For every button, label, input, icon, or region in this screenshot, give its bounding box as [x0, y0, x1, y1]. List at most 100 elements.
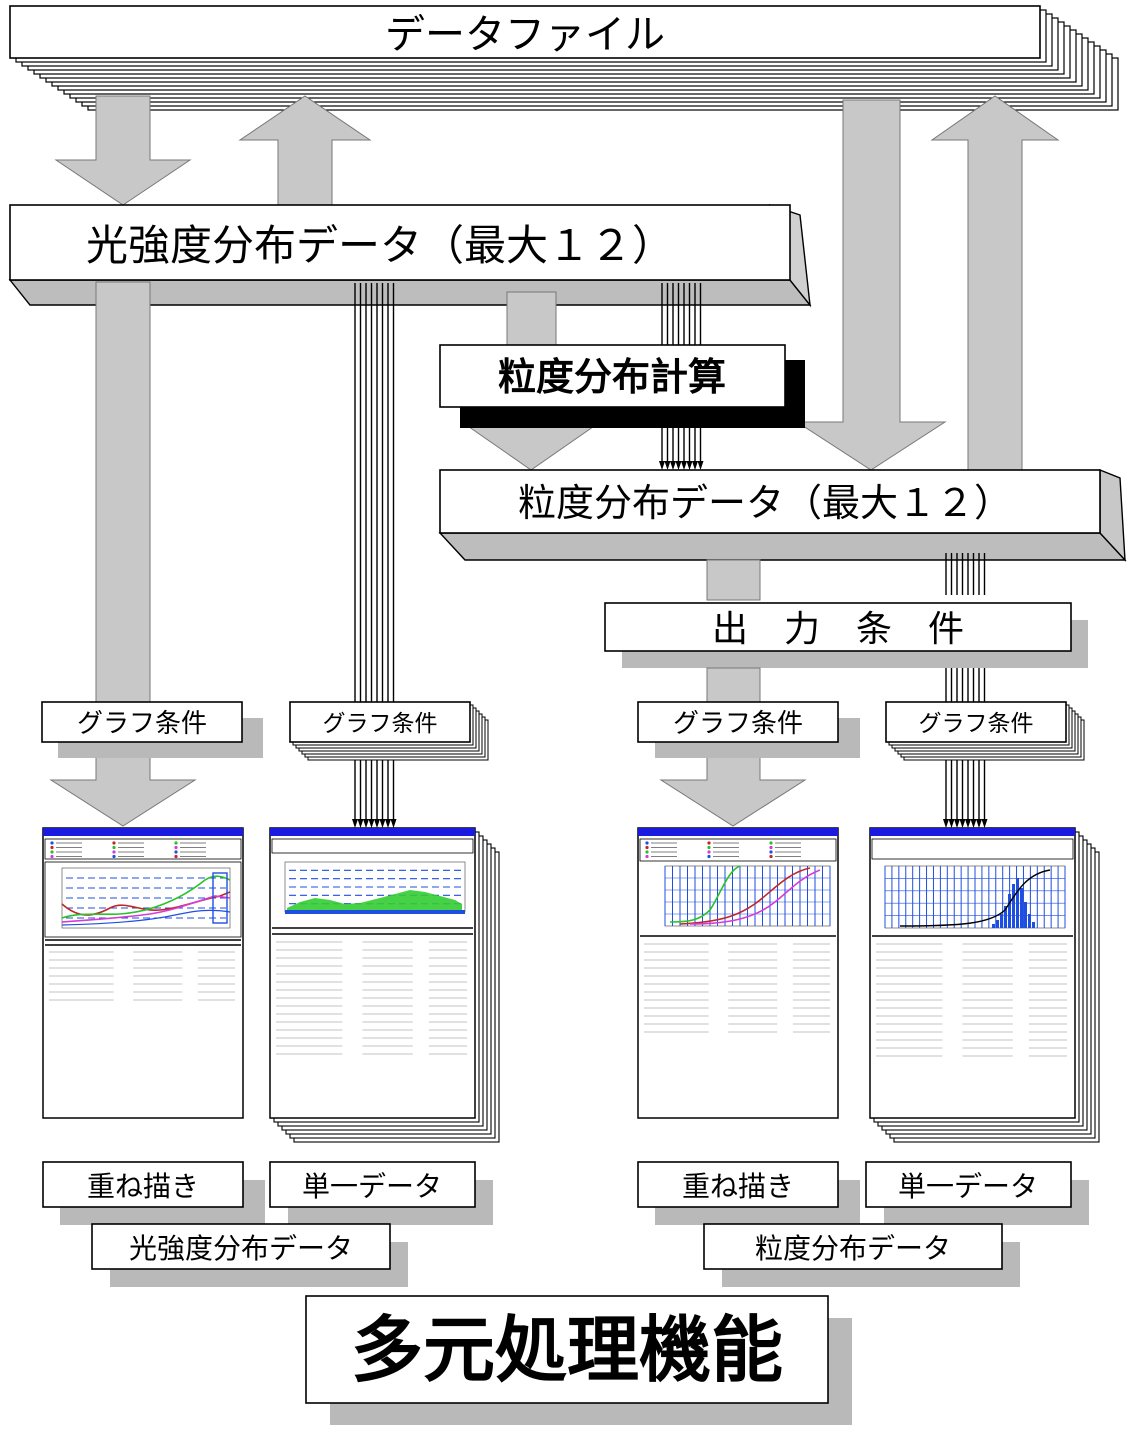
light-single-label-box: 単一データ: [269, 1161, 493, 1225]
arrow-head: [390, 819, 397, 828]
legend-dot: [707, 854, 711, 859]
curve-green: [61, 875, 231, 919]
arrow-light-to-overlay: [49, 281, 197, 827]
report-table-lines: [644, 943, 830, 1033]
legend-dot: [50, 850, 54, 854]
arrow-head: [943, 819, 949, 828]
light-single-label: 単一データ: [302, 1170, 442, 1203]
particle-size-title: 粒度分布データ（最大１２）: [518, 481, 1012, 525]
arrow-head: [664, 461, 671, 470]
graph-condition-particle-single: グラフ条件: [885, 701, 1085, 761]
output-condition-label: 出 力 条 件: [712, 609, 964, 650]
particle-single-label-box: 単一データ: [865, 1161, 1089, 1225]
legend-dot: [112, 845, 116, 850]
arrow-head: [959, 819, 966, 828]
arrow-light-to-file: [238, 95, 372, 206]
histogram-bar: [1016, 878, 1019, 928]
main-title: 多元処理機能: [351, 1308, 783, 1392]
main-title-box: 多元処理機能: [305, 1295, 852, 1425]
arrow-head: [970, 819, 977, 828]
arrow-head: [686, 461, 693, 470]
histogram-green: [287, 890, 462, 910]
legend-dot: [112, 854, 116, 859]
arrow-head: [363, 819, 369, 828]
particle-size-box: 粒度分布データ（最大１２）: [438, 468, 1127, 562]
multi-arrow-particle-to-output: [945, 553, 986, 595]
histogram-bar: [996, 920, 999, 928]
report-table-lines: [276, 941, 467, 1055]
arrow-head: [670, 461, 676, 470]
curve-blue: [61, 909, 231, 926]
light-group-label-box: 光強度分布データ: [91, 1223, 408, 1287]
arrow-head: [675, 461, 682, 470]
legend-dot: [769, 841, 773, 845]
particle-overlay-label: 重ね描き: [682, 1170, 794, 1203]
report-table-lines: [876, 943, 1067, 1057]
arrow-head: [976, 819, 982, 828]
data-file-stack: データファイル: [9, 5, 1119, 111]
particle-single-label: 単一データ: [898, 1170, 1038, 1203]
report-legend-dots: [645, 841, 801, 859]
report-dash-grid: [66, 877, 226, 919]
legend-dot: [769, 854, 773, 859]
graph-condition-particle-overlay-label: グラフ条件: [673, 709, 803, 739]
legend-dot: [174, 850, 178, 854]
histogram-bar: [1004, 906, 1007, 928]
light-overlay-label: 重ね描き: [87, 1170, 199, 1203]
report-blue-grid: [884, 866, 1066, 928]
output-condition-box: 出 力 条 件: [604, 602, 1088, 668]
data-file-box: [9, 5, 1041, 59]
legend-dot: [769, 845, 773, 850]
legend-dot: [645, 845, 649, 850]
arrow-head: [357, 819, 364, 828]
report-blue-histogram: [992, 878, 1035, 928]
histogram-bar: [1020, 888, 1023, 928]
report-particle-single: [869, 827, 1100, 1143]
graph-condition-particle-overlay: グラフ条件: [637, 701, 860, 758]
histogram-bar: [1032, 922, 1035, 928]
report-table-lines: [49, 951, 235, 1001]
data-file-label: データファイル: [385, 12, 665, 58]
histogram-bar: [1008, 894, 1011, 928]
report-light-single: [269, 827, 500, 1143]
arrow-head: [352, 819, 358, 828]
legend-dot: [112, 841, 116, 845]
legend-dot: [645, 854, 649, 859]
particle-group-label-box: 粒度分布データ: [703, 1223, 1020, 1287]
graph-condition-light-single: グラフ条件: [289, 701, 489, 761]
arrow-head: [659, 461, 665, 470]
arrow-head: [379, 819, 386, 828]
arrow-head: [374, 819, 380, 828]
report-particle-overlay: [637, 827, 839, 1119]
legend-dot: [645, 841, 649, 845]
arrow-file-to-particle: [795, 99, 947, 471]
arrow-particle-to-file: [930, 95, 1060, 471]
arrow-head: [692, 461, 698, 470]
legend-dot: [174, 845, 178, 850]
graph-condition-light-overlay: グラフ条件: [41, 701, 263, 758]
legend-dot: [707, 845, 711, 850]
calculation-box: 粒度分布計算: [439, 344, 805, 428]
arrow-file-to-light: [54, 95, 192, 206]
legend-dot: [174, 854, 178, 859]
graph-condition-light-single-label: グラフ条件: [323, 711, 438, 737]
arrow-head: [981, 819, 988, 828]
light-intensity-box: 光強度分布データ（最大１２）: [8, 203, 812, 308]
legend-dot: [50, 845, 54, 850]
particle-overlay-label-box: 重ね描き: [637, 1161, 860, 1225]
report-light-overlay: [42, 827, 244, 1119]
arrow-head: [681, 461, 687, 470]
report-legend-dots: [50, 841, 206, 859]
arrow-particle-to-output: [706, 559, 761, 601]
graph-condition-light-overlay-label: グラフ条件: [77, 709, 207, 739]
histogram-bar: [1012, 884, 1015, 928]
arrow-head: [385, 819, 391, 828]
legend-dot: [707, 841, 711, 845]
legend-dot: [769, 850, 773, 854]
particle-group-label: 粒度分布データ: [755, 1232, 951, 1265]
arrow-head: [948, 819, 955, 828]
arrow-head: [697, 461, 704, 470]
histogram-bar: [1000, 914, 1003, 928]
arrow-head: [954, 819, 960, 828]
